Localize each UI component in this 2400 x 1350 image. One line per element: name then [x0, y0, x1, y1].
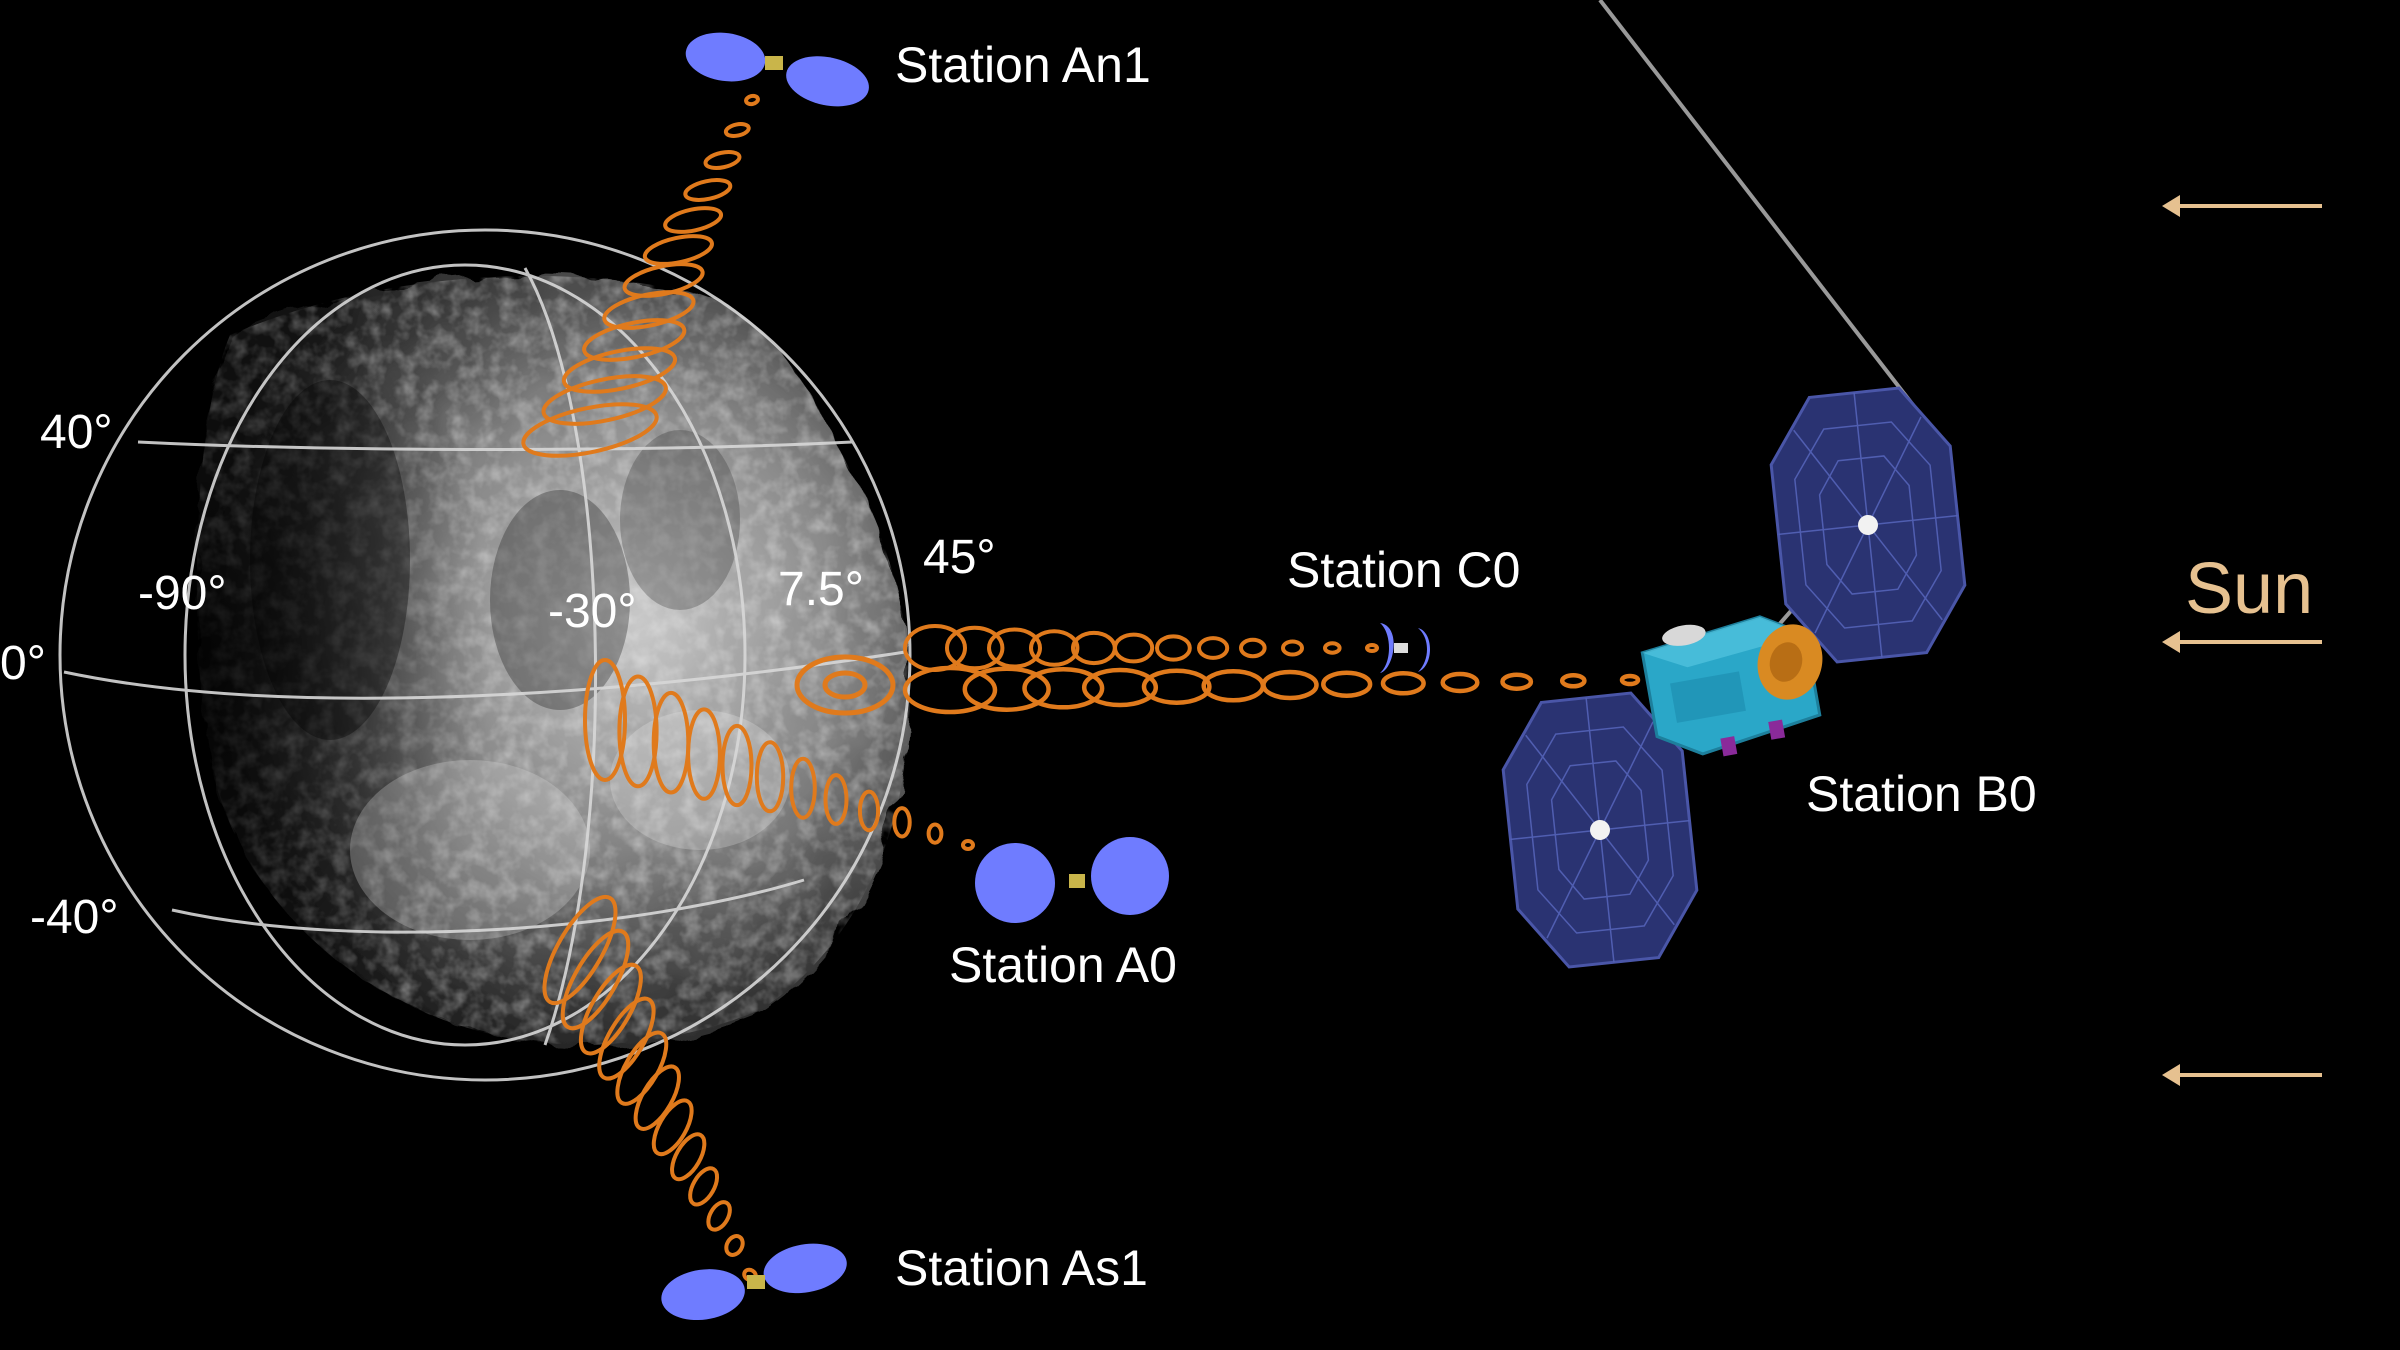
beam-ring [1380, 671, 1426, 696]
beam-ring [1141, 668, 1212, 705]
satellite-icon [1380, 623, 1430, 673]
satellite-icon [975, 837, 1169, 923]
beam-b0 [902, 665, 1641, 715]
beam-ring [651, 1098, 694, 1157]
globe-outline [58, 228, 912, 1082]
beam-ring [1323, 641, 1342, 655]
parallel-north-40 [137, 440, 853, 451]
label-longitude-west-30: -30° [548, 585, 637, 638]
beam-ring [703, 150, 742, 170]
beam-ring [903, 624, 967, 672]
label-latitude-equator: 0° [0, 637, 46, 690]
beam-ring [962, 666, 1051, 712]
label-station-c0: Station C0 [1287, 542, 1521, 598]
beam-ring [902, 665, 998, 715]
beam-ring [1029, 629, 1080, 667]
beam-ring [670, 1132, 707, 1182]
parallel-south-40 [171, 878, 805, 934]
beam-ring [561, 346, 678, 394]
beam-ring [578, 962, 643, 1056]
beam-ring [615, 1030, 669, 1106]
label-station-a0: Station A0 [949, 937, 1177, 993]
beam-ring [720, 723, 754, 808]
beam-ring [724, 1234, 745, 1257]
beam-ring [744, 93, 760, 107]
label-longitude-west-90: -90° [138, 567, 227, 620]
beam-ring [892, 806, 912, 839]
beam-ring [945, 625, 1005, 671]
beam-ring [1281, 639, 1304, 657]
solar-panel [1501, 691, 1699, 969]
beam-ring [1155, 634, 1192, 662]
beam-ring [754, 740, 786, 814]
beam-ring [602, 290, 696, 330]
beam-ring [560, 928, 631, 1031]
beam-ring [961, 839, 975, 851]
coordinate-grid [58, 228, 912, 1082]
sun-arrows [2162, 195, 2322, 1086]
beam-ring [663, 206, 724, 234]
beam-ring [597, 996, 656, 1081]
arrow-left-icon [2162, 1064, 2322, 1086]
beam-ring [642, 234, 714, 266]
beam-ring [1619, 673, 1641, 687]
beam-ring [1071, 630, 1117, 666]
beam-ring [987, 627, 1042, 669]
beam-ring [1440, 671, 1480, 694]
satellite-icon [661, 1243, 847, 1321]
label-station-b0: Station B0 [1806, 766, 2037, 822]
label-latitude-south-40: -40° [30, 891, 119, 944]
satellite-icon [685, 32, 869, 107]
label-station-an1: Station An1 [895, 37, 1151, 93]
beam-ring [1197, 636, 1230, 660]
label-station-as1: Station As1 [895, 1240, 1148, 1296]
beam-ring [651, 690, 691, 795]
beam-ring [823, 773, 849, 826]
beam-an1 [521, 93, 760, 458]
meridian-left [183, 263, 747, 1047]
label-longitude-east-7-5: 7.5° [778, 563, 864, 616]
beam-ring [706, 1200, 732, 1232]
meridian-center [523, 267, 598, 1046]
beam-ring [683, 178, 733, 202]
label-longitude-east-45: 45° [923, 531, 996, 584]
beam-as1 [542, 894, 758, 1283]
beam-ring [789, 756, 817, 820]
beam-ring [1081, 667, 1159, 708]
beam-b0-spot [794, 654, 896, 716]
beam-ring [822, 670, 868, 700]
beam-ring [1500, 672, 1534, 691]
beam-ring [1239, 637, 1267, 659]
beam-ring [1113, 632, 1155, 664]
beam-ring [521, 402, 659, 458]
beam-ring [926, 822, 944, 845]
beam-ring [541, 374, 668, 426]
beam-ring [1559, 673, 1587, 689]
radar-beams [521, 93, 1641, 1283]
beam-ring [1022, 667, 1105, 710]
beam-a0 [583, 658, 975, 851]
solar-panel [1769, 386, 1967, 664]
arrow-left-icon [2162, 195, 2322, 217]
asteroid [100, 240, 910, 1080]
beam-ring [1365, 643, 1379, 653]
beam-ring [857, 789, 881, 833]
arrow-left-icon [2162, 631, 2322, 653]
beam-ring [582, 318, 687, 362]
label-sun: Sun [2185, 549, 2314, 629]
beam-ring [617, 674, 659, 789]
beam-ring [1321, 670, 1373, 698]
spacecraft-icon [1501, 0, 1967, 969]
beam-ring [688, 1166, 720, 1207]
beam-ring [1261, 669, 1319, 701]
beam-c0 [903, 624, 1379, 672]
beam-ring [794, 654, 896, 716]
beam-ring [1201, 669, 1266, 703]
equator-line [63, 650, 906, 700]
beam-ring [723, 122, 751, 138]
beam-ring [583, 658, 627, 782]
label-latitude-north-40: 40° [40, 406, 113, 459]
beam-ring [542, 894, 618, 1006]
